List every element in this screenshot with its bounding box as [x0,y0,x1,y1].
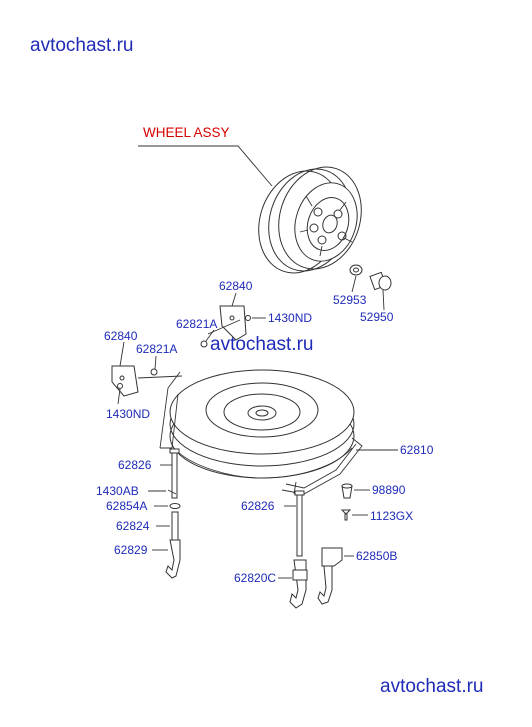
label-52950[interactable]: 52950 [360,310,394,324]
pin-1430ND-right[interactable] [245,315,251,321]
nut-52950[interactable] [369,271,392,291]
wheel-assy-leader [138,145,273,187]
hook-62829[interactable] [165,539,181,579]
label-62810[interactable]: 62810 [400,443,434,457]
label-1430ND-right[interactable]: 1430ND [268,311,312,325]
label-1123GX[interactable]: 1123GX [370,509,413,523]
washer-52953[interactable] [349,264,363,276]
cap-98890[interactable] [341,483,353,499]
label-62826-right[interactable]: 62826 [241,499,275,513]
carrier-frame-62810[interactable] [159,371,363,495]
watermark-bottom: avtochast.ru [380,676,484,697]
label-62821A-left[interactable]: 62821A [136,342,177,356]
label-62840-left[interactable]: 62840 [104,329,138,343]
label-1430AB[interactable]: 1430AB [96,484,139,498]
watermark-middle: avtochast.ru [210,334,314,355]
label-52953[interactable]: 52953 [333,293,367,307]
washer-62854A[interactable] [169,503,181,509]
label-98890[interactable]: 98890 [372,483,406,497]
sleeve-62824[interactable] [171,511,179,541]
watermark-top: avtochast.ru [30,35,134,56]
label-62829[interactable]: 62829 [114,543,148,557]
label-62821A-right[interactable]: 62821A [176,317,217,331]
bolt-62826-left[interactable] [169,448,180,499]
bolt-62821A-left[interactable] [150,368,158,376]
wheel-assy-title[interactable]: WHEEL ASSY [143,125,230,140]
hook-62820C[interactable] [289,559,307,609]
label-62850B[interactable]: 62850B [356,549,397,563]
pin-1430ND-left[interactable] [117,383,123,389]
label-62820C[interactable]: 62820C [234,571,276,585]
label-1430ND-left[interactable]: 1430ND [106,407,150,421]
bracket-62850B[interactable] [317,547,343,605]
label-62854A[interactable]: 62854A [106,499,147,513]
bracket-62840-left[interactable] [111,365,139,397]
pin-1430AB[interactable] [167,489,177,495]
label-62840-right[interactable]: 62840 [219,279,253,293]
label-62826-left[interactable]: 62826 [118,458,152,472]
spare-tire[interactable] [169,369,355,479]
wheel-rim[interactable] [246,156,374,284]
label-62824[interactable]: 62824 [116,519,150,533]
bolt-62821A-right[interactable] [200,340,208,348]
bolt-62826-right[interactable] [294,490,305,557]
screw-1123GX[interactable] [340,509,352,521]
